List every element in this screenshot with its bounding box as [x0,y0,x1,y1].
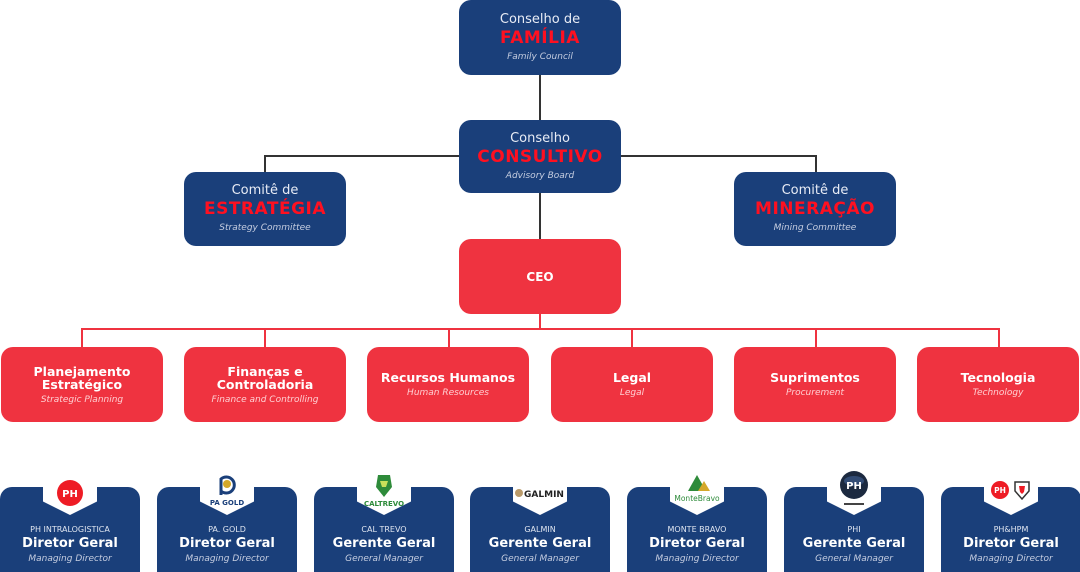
department-human-resources[interactable]: Recursos Humanos Human Resources [367,347,529,422]
strategy-committee-box[interactable]: Comitê de ESTRATÉGIA Strategy Committee [184,172,346,246]
company-role-en: General Manager [345,554,423,564]
ceo-label: CEO [526,269,554,284]
advisory-board-box[interactable]: Conselho CONSULTIVO Advisory Board [459,120,621,193]
company-role-en: General Manager [501,554,579,564]
department-title: Finanças e Controladoria [216,363,314,392]
connector-departments-horizontal [81,328,999,330]
connector-advisory-ceo [539,192,541,240]
connector-dept-2 [264,328,266,348]
advisory-board-subtitle: Advisory Board [505,170,575,181]
company-name: GALMIN [524,525,556,534]
ph-hpm-logo-icon: PH [989,479,1033,505]
company-card-pa-gold[interactable]: PA GOLD PA. GOLD Diretor Geral Managing … [157,475,297,572]
family-council-line1: Conselho de [499,11,581,27]
connector-ceo-down [539,313,541,329]
svg-text:PH: PH [994,486,1006,495]
cal-trevo-logo-icon: CALTREVO [362,471,406,513]
company-role-en: Managing Director [655,554,739,564]
company-role-en: Managing Director [969,554,1053,564]
company-role: Diretor Geral [649,536,745,551]
svg-text:GALMIN: GALMIN [524,490,564,500]
company-card-monte-bravo[interactable]: MonteBravo MONTE BRAVO Diretor Geral Man… [627,475,767,572]
company-card-ph-intralogistica[interactable]: PH PH INTRALOGISTICA Diretor Geral Manag… [0,480,140,572]
ph-logo-icon: PH [56,479,84,511]
strategy-committee-line1: Comitê de [231,183,299,198]
department-title: Recursos Humanos [380,370,516,385]
mining-committee-subtitle: Mining Committee [773,223,857,233]
department-subtitle: Technology [972,388,1024,398]
department-subtitle: Finance and Controlling [211,394,319,405]
svg-text:CALTREVO: CALTREVO [364,500,404,508]
company-name: PH INTRALOGISTICA [30,525,110,534]
pa-gold-logo-icon: PA GOLD [207,469,247,513]
department-subtitle: Legal [619,388,645,398]
department-strategic-planning[interactable]: Planejamento Estratégico Strategic Plann… [1,347,163,422]
company-role: Gerente Geral [488,536,592,551]
svg-text:PH: PH [62,489,78,500]
advisory-board-line1: Conselho [510,130,570,146]
strategy-committee-title: ESTRATÉGIA [203,199,327,219]
department-title: Planejamento Estratégico [33,363,131,392]
company-role: Gerente Geral [332,536,436,551]
connector-dept-4 [631,328,633,348]
department-subtitle: Human Resources [407,388,489,398]
department-subtitle: Strategic Planning [40,394,124,405]
company-card-galmin[interactable]: GALMIN GALMIN Gerente Geral General Mana… [470,485,610,572]
company-card-phi[interactable]: PH PHI Gerente Geral General Manager [784,471,924,572]
department-title: Suprimentos [770,370,860,385]
svg-text:PA GOLD: PA GOLD [210,499,244,507]
company-role: Diretor Geral [963,536,1059,551]
connector-family-advisory [539,75,541,120]
company-role-en: Managing Director [28,554,112,564]
svg-text:MonteBravo: MonteBravo [674,494,720,503]
company-name: PH&HPM [993,525,1029,534]
connector-mining [815,155,817,173]
department-title: Tecnologia [960,370,1036,385]
family-council-box[interactable]: Conselho de FAMÍLIA Family Council [459,0,621,75]
mining-committee-title: MINERAÇÃO [755,199,875,219]
company-name: MONTE BRAVO [667,525,727,534]
department-subtitle: Procurement [785,388,845,398]
advisory-board-title: CONSULTIVO [477,146,603,167]
family-council-subtitle: Family Council [507,51,573,62]
connector-dept-6 [998,328,1000,348]
galmin-logo-icon: GALMIN [513,485,567,504]
company-card-ph-hpm[interactable]: PH PH&HPM Diretor Geral Managing Directo… [941,481,1080,572]
company-role-en: Managing Director [185,554,269,564]
company-role: Diretor Geral [179,536,275,551]
mining-committee-box[interactable]: Comitê de MINERAÇÃO Mining Committee [734,172,896,246]
company-name: PHI [847,525,861,534]
connector-dept-5 [815,328,817,348]
department-procurement[interactable]: Suprimentos Procurement [734,347,896,422]
company-card-cal-trevo[interactable]: CALTREVO CAL TREVO Gerente Geral General… [314,475,454,572]
mining-committee-line1: Comitê de [781,183,849,198]
company-role-en: General Manager [815,554,893,564]
company-name: PA. GOLD [208,525,246,534]
strategy-committee-subtitle: Strategy Committee [219,223,311,233]
svg-text:PH: PH [846,481,862,492]
phi-logo-icon: PH [834,469,874,513]
ceo-box[interactable]: CEO [459,239,621,314]
connector-dept-1 [81,328,83,348]
monte-bravo-logo-icon: MonteBravo [670,473,724,511]
connector-dept-3 [448,328,450,348]
company-role: Gerente Geral [802,536,906,551]
department-finance[interactable]: Finanças e Controladoria Finance and Con… [184,347,346,422]
company-role: Diretor Geral [22,536,118,551]
company-name: CAL TREVO [361,525,407,534]
family-council-title: FAMÍLIA [500,27,580,48]
department-technology[interactable]: Tecnologia Technology [917,347,1079,422]
department-legal[interactable]: Legal Legal [551,347,713,422]
connector-strategy [264,155,266,173]
department-title: Legal [612,370,652,385]
